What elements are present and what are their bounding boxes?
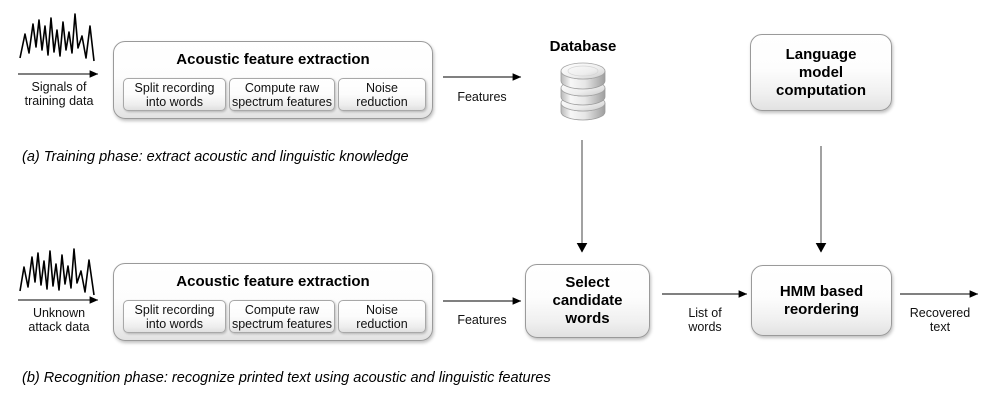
stage-noise-reduction-b[interactable]: Noise reduction — [338, 300, 426, 333]
waveform-icon — [18, 6, 100, 68]
hmm-based-reordering-label: HMM based reordering — [779, 282, 864, 318]
stage-label: Noise reduction — [356, 302, 408, 331]
stage-compute-raw-spectrum-b[interactable]: Compute raw spectrum features — [229, 300, 335, 333]
stage-compute-raw-spectrum-a[interactable]: Compute raw spectrum features — [229, 78, 335, 111]
unknown-attack-data-label: Unknown attack data — [28, 306, 90, 334]
waveform-icon — [18, 245, 100, 301]
hmm-based-reordering-box[interactable]: HMM based reordering — [751, 265, 892, 336]
acoustic-feature-extraction-title-b: Acoustic feature extraction — [176, 273, 370, 290]
edge-label-features-a: Features — [457, 90, 507, 104]
language-model-computation-label: Language model computation — [776, 45, 866, 99]
database-cylinder-icon — [557, 60, 609, 132]
stage-label: Split recording into words — [134, 80, 215, 109]
caption-panel-a: (a) Training phase: extract acoustic and… — [22, 149, 409, 165]
edge-label-recovered-text: Recovered text — [909, 306, 971, 334]
stage-label: Compute raw spectrum features — [231, 302, 333, 331]
acoustic-feature-extraction-box-b[interactable]: Acoustic feature extraction Split record… — [113, 263, 433, 341]
edge-label-list-of-words: List of words — [688, 306, 722, 334]
stage-noise-reduction-a[interactable]: Noise reduction — [338, 78, 426, 111]
stage-split-recording-a[interactable]: Split recording into words — [123, 78, 226, 111]
edge-label-features-b: Features — [457, 313, 507, 327]
stage-label: Noise reduction — [356, 80, 408, 109]
stage-label: Split recording into words — [134, 302, 215, 331]
select-candidate-words-label: Select candidate words — [552, 274, 623, 327]
acoustic-feature-extraction-title-a: Acoustic feature extraction — [176, 51, 370, 68]
caption-panel-b: (b) Recognition phase: recognize printed… — [22, 370, 551, 386]
database-title: Database — [549, 38, 617, 55]
acoustic-feature-extraction-box-a[interactable]: Acoustic feature extraction Split record… — [113, 41, 433, 119]
language-model-computation-box[interactable]: Language model computation — [750, 34, 892, 111]
stage-split-recording-b[interactable]: Split recording into words — [123, 300, 226, 333]
select-candidate-words-box[interactable]: Select candidate words — [525, 264, 650, 338]
stage-label: Compute raw spectrum features — [231, 80, 333, 109]
signals-label-a: Signals of training data — [24, 80, 94, 108]
